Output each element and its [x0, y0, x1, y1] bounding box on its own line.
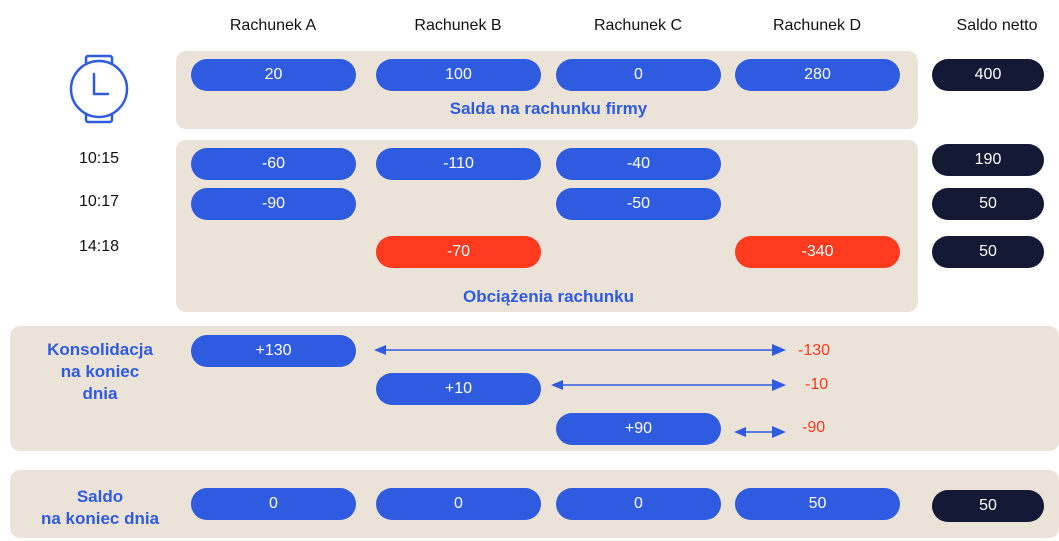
balances-title: Salda na rachunku firmy	[449, 99, 648, 118]
debit-b-row3: -70	[376, 236, 541, 268]
debit-c-row2: -50	[556, 188, 721, 220]
balance-d: 280	[735, 59, 900, 91]
time-label: 14:18	[79, 238, 120, 255]
net-row1: 190	[932, 144, 1044, 176]
end-balance-c: 0	[556, 488, 721, 520]
column-header-d: Rachunek D	[772, 17, 862, 34]
end-balance-b: 0	[376, 488, 541, 520]
end-balance-d: 50	[735, 488, 900, 520]
consolidation-label-line: dnia	[82, 384, 118, 403]
transfer-debit-d: -130	[798, 342, 831, 359]
column-header-net: Saldo netto	[956, 17, 1038, 34]
transfer-credit-a: +130	[191, 335, 356, 367]
net-row3: 50	[932, 236, 1044, 268]
balance-b: 100	[376, 59, 541, 91]
transfer-debit-d: -10	[805, 376, 829, 393]
debit-a-row2: -90	[191, 188, 356, 220]
clock-icon	[69, 54, 129, 124]
time-label: 10:17	[79, 193, 120, 210]
end-balance-net: 50	[932, 490, 1044, 522]
end-of-day-label: Saldo na koniec dnia	[10, 486, 190, 530]
consolidation-label-line: Konsolidacja	[47, 340, 153, 359]
double-arrow-icon	[374, 344, 786, 356]
debit-b-row1: -110	[376, 148, 541, 180]
balance-a: 20	[191, 59, 356, 91]
debit-c-row1: -40	[556, 148, 721, 180]
transfer-debit-d: -90	[802, 419, 826, 436]
transfer-credit-c: +90	[556, 413, 721, 445]
debit-d-row3: -340	[735, 236, 900, 268]
column-header-a: Rachunek A	[229, 17, 317, 34]
debit-a-row1: -60	[191, 148, 356, 180]
end-of-day-label-line: Saldo	[76, 487, 124, 506]
net-row2: 50	[932, 188, 1044, 220]
debits-title: Obciążenia rachunku	[463, 287, 634, 306]
column-header-c: Rachunek C	[593, 17, 683, 34]
balance-net: 400	[932, 59, 1044, 91]
end-balance-a: 0	[191, 488, 356, 520]
balance-c: 0	[556, 59, 721, 91]
transfer-credit-b: +10	[376, 373, 541, 405]
double-arrow-icon	[551, 379, 786, 391]
end-of-day-label-line: na koniec dnia	[40, 509, 160, 528]
time-label: 10:15	[79, 150, 120, 167]
double-arrow-icon	[734, 426, 786, 438]
column-header-b: Rachunek B	[414, 17, 502, 34]
consolidation-label-line: na koniec	[60, 362, 140, 381]
consolidation-label: Konsolidacja na koniec dnia	[10, 339, 190, 405]
